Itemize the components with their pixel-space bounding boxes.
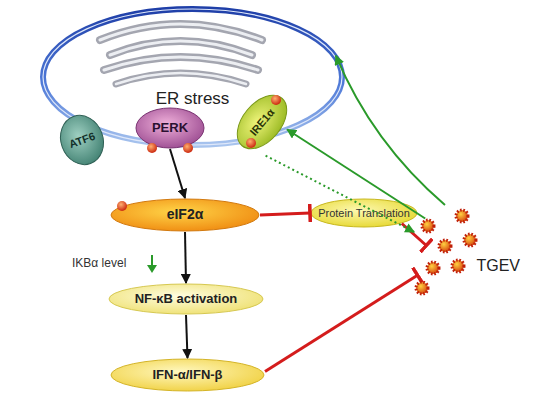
level-note: IKBα level [72,256,126,270]
node-label: eIF2α [167,207,204,222]
connector [266,156,415,232]
virus-particle [427,262,439,274]
ellipse-fill [54,109,111,170]
ellipse-fill [109,284,263,314]
phospho-dot [147,143,157,153]
cisterna [116,73,246,84]
node-label: IRE1α [247,106,276,138]
node-label: Protein Translation [318,207,410,219]
connector [336,56,445,205]
phospho-dot [246,138,256,148]
decrease-arrow [147,255,157,273]
text-holder: IFN-α/IFN-β [110,358,265,392]
node-label: ATF6 [67,130,96,150]
process-ellipse: IFN-α/IFN-β [110,358,265,392]
virus-particle [456,210,468,222]
text-holder: ATF6 [52,108,111,172]
virus-particle [422,220,434,232]
node-label: IFN-α/IFN-β [152,368,222,382]
arrow-head [147,265,157,273]
virus-cluster: TGEV [412,205,522,295]
phospho-dot [117,201,127,211]
sensor-ellipse: PERK [135,107,205,149]
arrow-shaft [151,255,153,266]
cisterna-highlight [110,41,252,55]
cisterna-highlight [116,73,246,84]
virus-particle [439,240,451,252]
phospho-marks [117,95,281,211]
golgi-cisternae [100,24,262,84]
sensor-ellipse: ATF6 [52,108,111,172]
connector [287,129,425,218]
text-holder: TGEV [412,205,522,295]
virus-particle [464,234,476,246]
ellipse-fill [311,199,417,227]
connector [170,149,185,198]
node-label: PERK [152,121,188,135]
node-label: ER stress [156,90,230,109]
ellipse-fill [136,108,204,148]
text-holder: eIF2α [110,198,260,232]
cisterna-highlight [104,57,258,70]
process-ellipse: eIF2α [110,198,260,232]
sensor-ellipse: IRE1α [226,85,298,160]
connector [265,275,418,371]
connector [402,224,427,246]
node-label: TGEV [476,257,520,275]
process-ellipse: Protein Translation [310,198,418,228]
phospho-dot [271,95,281,105]
virus-particle [416,282,428,294]
virus-particle [452,260,464,272]
cisterna [104,57,258,70]
connector [186,315,188,358]
connector [185,232,186,283]
ellipse-fill [111,199,259,231]
cisterna [110,41,252,55]
connector [260,213,310,215]
text-holder: IRE1α [226,85,298,160]
er-membrane: ER stressATF6 PERK IRE1α [40,6,345,148]
text-holder: NF-κB activation [108,283,264,315]
text-holder: Protein Translation [310,198,418,228]
node-label: NF-κB activation [135,292,238,306]
ellipse-fill [111,359,264,391]
process-ellipse: NF-κB activation [108,283,264,315]
text-holder: PERK [135,107,205,149]
phospho-dot [183,143,193,153]
virus-particles [416,210,476,294]
ellipse-fill [228,86,297,158]
